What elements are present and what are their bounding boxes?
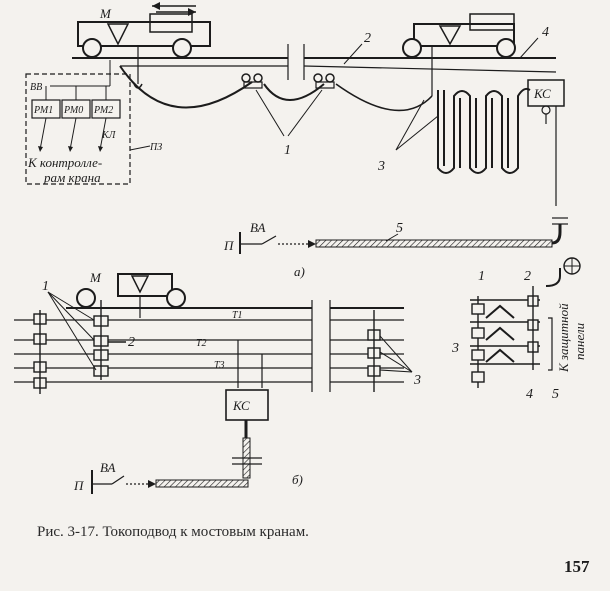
num-2-b: 2 xyxy=(128,335,135,350)
crane-trolley-left xyxy=(77,2,211,89)
label-protect-1: К защитной xyxy=(556,303,571,373)
label-t1: Т1 xyxy=(232,310,243,321)
label-ks-a: КС xyxy=(533,86,551,101)
num-3-b: 3 xyxy=(413,373,421,388)
label-rm0: РМ0 xyxy=(63,105,83,116)
cable-trolleys xyxy=(241,73,335,89)
label-rm2: РМ2 xyxy=(93,105,113,116)
sublabel-b: б) xyxy=(292,472,303,487)
num-1-detail: 1 xyxy=(478,269,485,284)
num-3-a: 3 xyxy=(377,159,385,174)
motor-label-a: М xyxy=(99,6,112,21)
breaker-va-a xyxy=(261,235,277,245)
festoon-loops xyxy=(437,87,531,174)
supply-cable-a xyxy=(315,239,553,248)
num-5-a: 5 xyxy=(396,221,403,236)
label-p-a: П xyxy=(223,238,235,253)
control-box xyxy=(25,73,131,185)
num-2-a: 2 xyxy=(364,31,371,46)
support-wire xyxy=(303,65,557,73)
label-protect-2: панели xyxy=(572,322,587,360)
label-ks-b: КС xyxy=(232,398,250,413)
collectors-b xyxy=(93,300,126,380)
num-2-detail: 2 xyxy=(524,269,531,284)
label-va-b: ВА xyxy=(100,460,115,475)
insulators-left xyxy=(33,310,47,394)
diagram-a: М ВВ РМ1 РМ0 РМ2 xyxy=(25,2,568,279)
label-rm1: РМ1 xyxy=(33,105,53,116)
motor-label-b: М xyxy=(89,270,102,285)
num-1-b: 1 xyxy=(42,279,49,294)
label-kl: КЛ xyxy=(101,130,117,141)
insulators-right xyxy=(367,310,381,392)
num-1-a: 1 xyxy=(284,143,291,158)
label-vv: ВВ xyxy=(30,82,42,93)
label-t2: Т2 xyxy=(196,338,207,349)
supply-cable-b xyxy=(155,479,249,488)
sublabel-a: а) xyxy=(294,264,305,279)
label-p-b: П xyxy=(73,478,85,493)
label-va-a: ВА xyxy=(250,220,265,235)
label-controllers-2: рам крана xyxy=(43,170,101,185)
diagram-b: М Т1 Т2 Т3 xyxy=(14,270,421,494)
crane-trolley-right xyxy=(402,13,516,96)
label-t3: Т3 xyxy=(214,360,225,371)
rails-b xyxy=(14,300,404,392)
breaker-va-b xyxy=(111,475,125,485)
figure-caption: Рис. 3-17. Токоподвод к мостовым кранам. xyxy=(37,524,309,540)
label-controllers-1: К контролле- xyxy=(27,155,102,170)
num-3-detail: 3 xyxy=(451,341,459,356)
detail-collector xyxy=(470,257,581,388)
flexible-cable xyxy=(119,65,253,109)
crane-trolley-b xyxy=(76,273,186,318)
num-4-a: 4 xyxy=(542,25,549,40)
num-5-detail: 5 xyxy=(552,387,559,402)
label-pz: ПЗ xyxy=(149,142,162,153)
page-number: 157 xyxy=(564,557,590,576)
num-4-detail: 4 xyxy=(526,387,533,402)
